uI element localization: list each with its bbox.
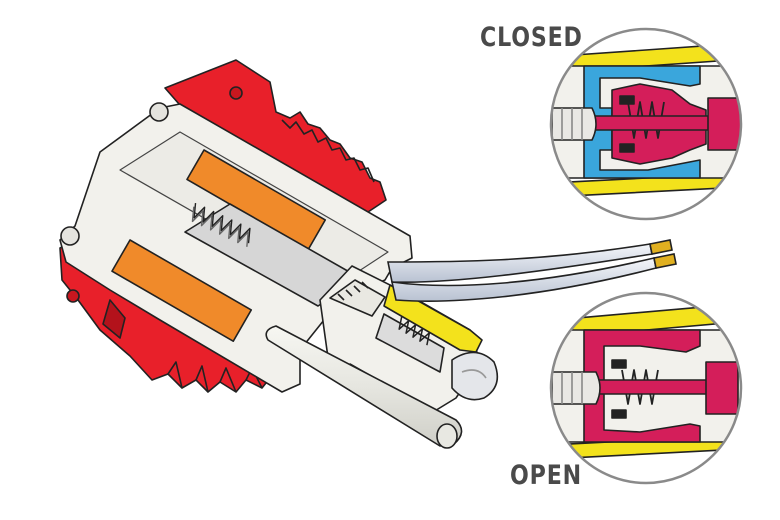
nose-spring-icon — [398, 316, 431, 346]
closed-label: CLOSED — [480, 22, 583, 53]
bulb-icon — [451, 351, 499, 401]
detail-spring-icon — [627, 101, 665, 139]
open-detail-view — [549, 291, 743, 485]
main-assembly — [59, 59, 499, 449]
open-label: OPEN — [510, 460, 582, 491]
open-valve-housing — [583, 329, 701, 443]
contact-pin — [265, 325, 463, 449]
closed-detail-view — [549, 27, 743, 221]
magnet-lower — [111, 239, 253, 342]
lead-wires — [387, 239, 677, 302]
wire-tip-2 — [653, 253, 677, 269]
spring-icon — [191, 202, 251, 247]
open-spring-icon — [621, 369, 659, 405]
wire-tip-1 — [649, 239, 673, 255]
closed-circle-border — [549, 27, 743, 221]
open-circle-border — [549, 291, 743, 485]
